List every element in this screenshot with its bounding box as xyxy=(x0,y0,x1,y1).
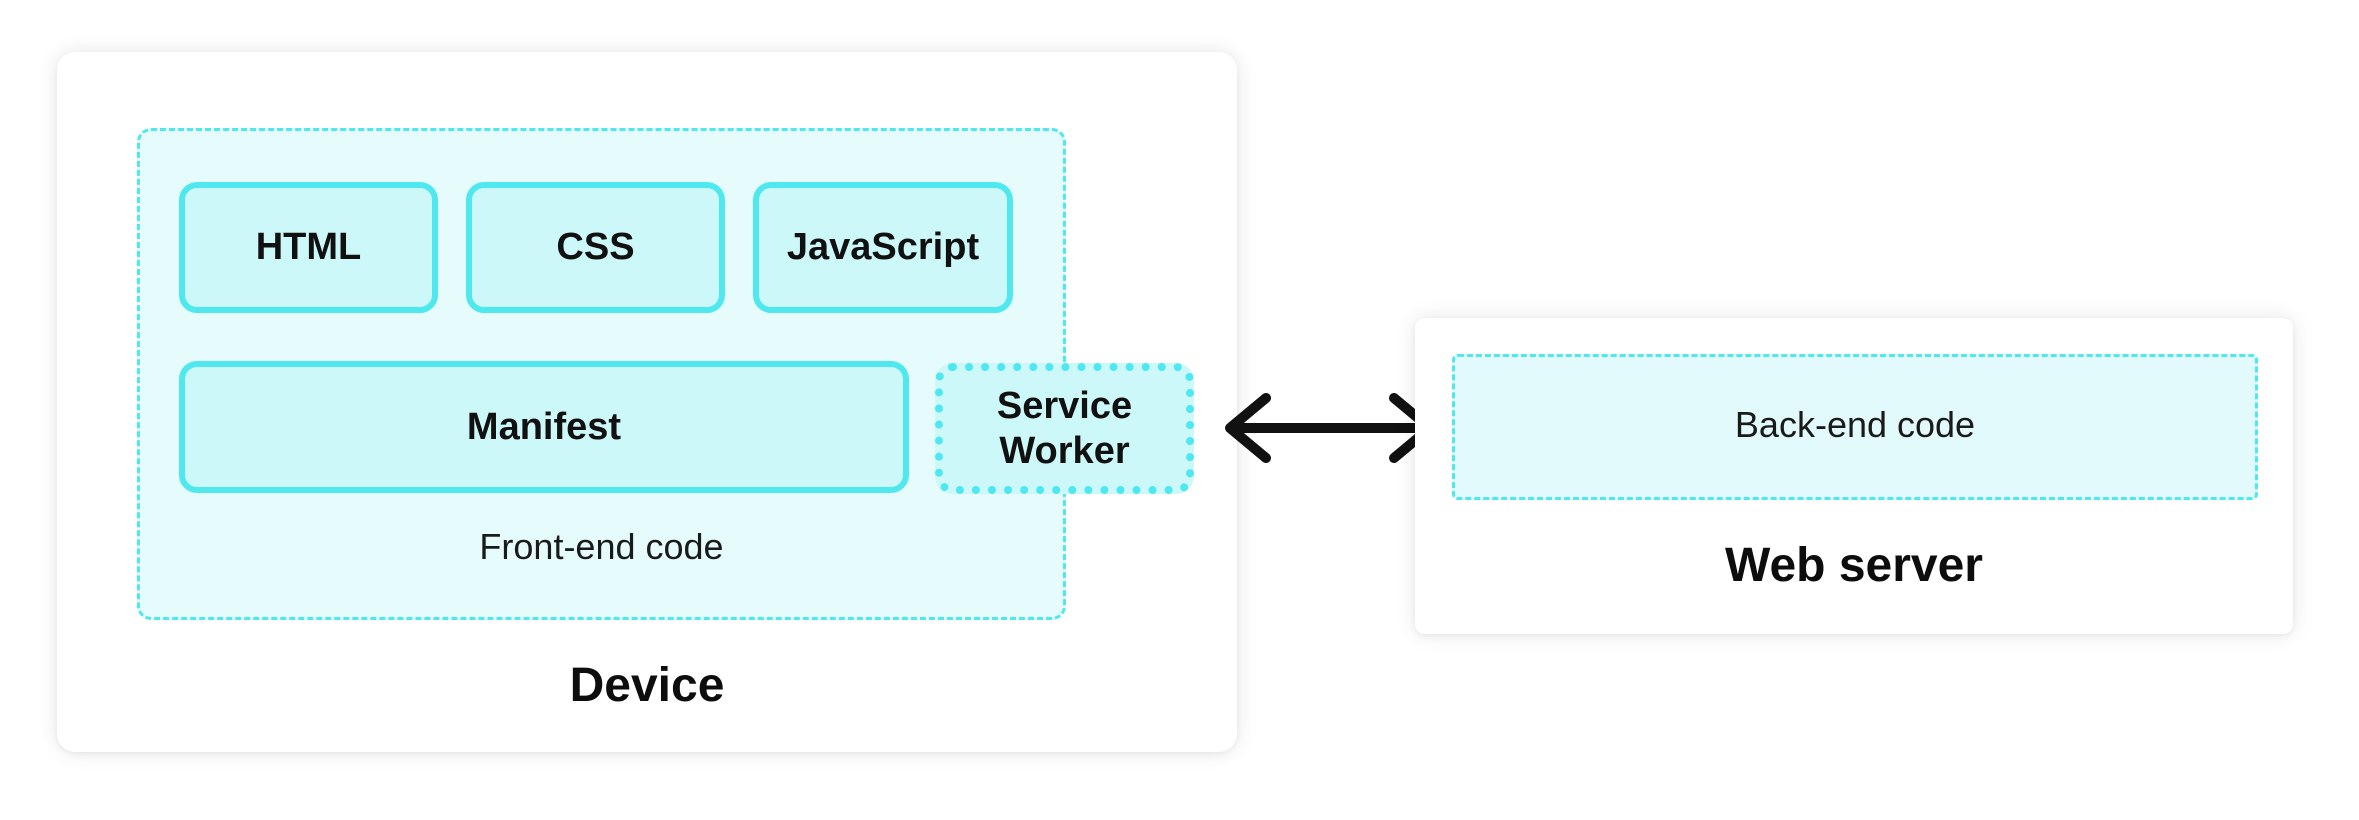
css-block: CSS xyxy=(466,182,725,313)
arrow-head-left xyxy=(1225,393,1271,463)
css-block-label: CSS xyxy=(556,226,635,269)
web-server-title: Web server xyxy=(1725,539,1983,592)
service-worker-block: Service Worker xyxy=(935,363,1194,494)
html-block: HTML xyxy=(179,182,438,313)
service-worker-block-label: Service Worker xyxy=(996,384,1133,472)
frontend-code-label: Front-end code xyxy=(479,526,724,567)
manifest-block: Manifest xyxy=(179,361,909,493)
javascript-block: JavaScript xyxy=(753,182,1013,313)
manifest-block-label: Manifest xyxy=(466,405,622,448)
javascript-block-label: JavaScript xyxy=(786,226,980,269)
html-block-label: HTML xyxy=(255,226,362,269)
device-title: Device xyxy=(569,659,725,712)
backend-code-label: Back-end code xyxy=(1734,404,1976,445)
backend-code-region xyxy=(1452,354,2258,500)
bidirectional-arrow-icon xyxy=(1225,393,1435,463)
